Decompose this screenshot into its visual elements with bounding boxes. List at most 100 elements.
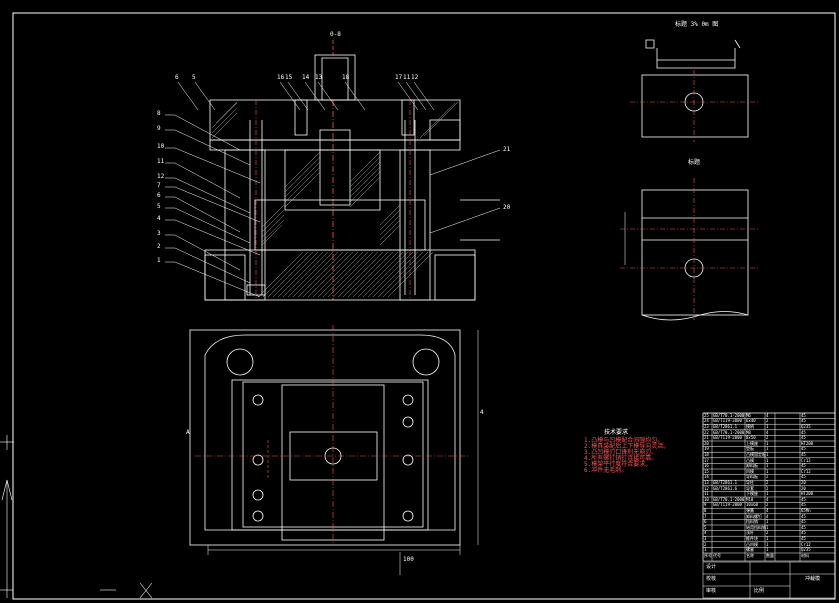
bom-cell: 1 [766, 440, 769, 446]
bom-cell: M8 [746, 429, 751, 435]
note-line: 6.冲件无毛刺。 [584, 467, 628, 474]
bom-cell: HT200 [801, 491, 814, 497]
bom-cell: GB/T70.1-2000 [713, 412, 745, 418]
callout-left-6: 6 [157, 192, 161, 199]
callout-left-3: 3 [157, 230, 161, 237]
corner-marks [0, 435, 153, 599]
bom-cell: 1 [704, 547, 707, 553]
bom-cell: 18 [704, 452, 709, 457]
callout-top-18: 18 [342, 74, 350, 81]
bom-cell: 10x60 [746, 502, 759, 508]
bom-cell: 挡料销 [746, 519, 758, 525]
callout-leaders-left [165, 114, 261, 298]
note-line: 4.所有螺钉销钉连接可靠。 [584, 455, 658, 462]
bom-cell: 4 [766, 429, 769, 435]
bom-cell: 21 [704, 435, 709, 441]
bom-cell: 45 [801, 452, 806, 457]
bom-cell: 8x50 [746, 435, 756, 441]
bom-cell: Cr12 [801, 457, 811, 463]
bom-cell: 13 [704, 480, 709, 485]
bom-cell: 3 [704, 536, 707, 541]
bom-cell: 1 [766, 536, 769, 541]
callout-top-11: 11 [403, 74, 411, 81]
bom-cell: M6 [746, 412, 751, 418]
bom-cell: 45 [801, 536, 806, 541]
bom-cell: 1 [766, 547, 769, 553]
bom-cell: 1 [766, 457, 769, 463]
bom-cell: 推件块 [746, 536, 758, 541]
callout-top-13: 13 [315, 74, 323, 81]
bom-cell: 下模座 [746, 491, 758, 497]
bom-cell: GB/T119-2000 [713, 502, 742, 508]
bom-cell: 模柄 [746, 424, 754, 429]
callout-top-17: 17 [395, 74, 403, 81]
bom-header: 代号 [713, 553, 721, 558]
bom-cell: 凹模 [746, 468, 754, 474]
title-block-cell: 比例 [754, 588, 765, 594]
bom-cell: 导料板 [746, 474, 758, 480]
bom-cell: 1 [766, 524, 769, 530]
view-b [620, 178, 760, 321]
bom-cell: 2 [766, 530, 769, 536]
dim-right-label: 4 [480, 409, 484, 416]
bom-cell: 1 [766, 519, 769, 525]
bom-cell: 45 [801, 502, 806, 508]
dim-left-label: A [186, 429, 190, 436]
bom-cell: 24 [704, 418, 709, 424]
view-b-title: 标题 [688, 159, 701, 166]
bom-cell: 卸料螺钉 [746, 513, 762, 519]
bom-cell: 45 [801, 474, 806, 480]
bom-cell: 22 [704, 429, 709, 435]
bom-cell: 垫板 [746, 446, 754, 452]
bom-cell: 卸料板 [746, 463, 758, 469]
bom-cell: 1 [766, 541, 769, 547]
bom-cell: 导套 [746, 485, 754, 491]
title-block-cell: 审核 [706, 588, 717, 594]
bom-cell: 14 [704, 474, 709, 480]
bom-cell: 45 [801, 463, 806, 469]
bom-cell: 螺塞 [746, 547, 754, 553]
callout-top-12: 12 [411, 74, 419, 81]
bom-cell: 11 [704, 491, 709, 497]
bom-cell: 9 [704, 502, 707, 508]
bom-cell: 4 [766, 513, 769, 519]
bom-cell: 2 [766, 502, 769, 508]
bom-cell: 导柱 [746, 480, 754, 485]
bom-cell: GB/T119-2000 [713, 435, 742, 441]
bom-cell: 45 [801, 418, 806, 424]
callout-left-12: 12 [157, 173, 165, 180]
bom-cell: 上模座 [746, 440, 758, 446]
plan-view [189, 325, 479, 575]
bom-cell: 45 [801, 496, 806, 502]
callout-top-6: 6 [175, 74, 179, 81]
bom-cell: 45 [801, 513, 806, 519]
bom-cell: 6x40 [746, 418, 756, 424]
bom-cell: 65Mn [801, 508, 811, 513]
callout-top-14: 14 [302, 74, 310, 81]
bom-cell: 顶杆 [746, 530, 754, 536]
view-a [630, 39, 760, 142]
title-block-cell: 冲裁模 [805, 576, 821, 582]
callout-left-11: 11 [157, 158, 165, 165]
title-block-cell: 设计 [706, 564, 717, 570]
callout-leaders-top [177, 81, 501, 234]
bom-header: 材料 [801, 553, 809, 558]
bom-cell: 45 [801, 524, 806, 530]
note-line: 5.模架平行度符合要求。 [584, 461, 652, 468]
title-block-cell: 校核 [706, 576, 717, 582]
bom-cell: 2 [766, 480, 769, 485]
bom-cell: 2 [704, 541, 707, 547]
bom-cell: 凸凹模 [746, 541, 758, 547]
bom-cell: 45 [801, 435, 806, 441]
bom-cell: Cr12 [801, 468, 811, 474]
bom-cell: 4 [766, 412, 769, 418]
bom-cell: 4 [704, 530, 707, 536]
callout-top-16: 16 [277, 74, 285, 81]
callout-left-4: 4 [157, 215, 161, 222]
bom-cell: 2 [766, 418, 769, 424]
drawing-border [12, 12, 836, 600]
bom-cell: Cr12 [801, 541, 811, 547]
bom-cell: 45 [801, 412, 806, 418]
